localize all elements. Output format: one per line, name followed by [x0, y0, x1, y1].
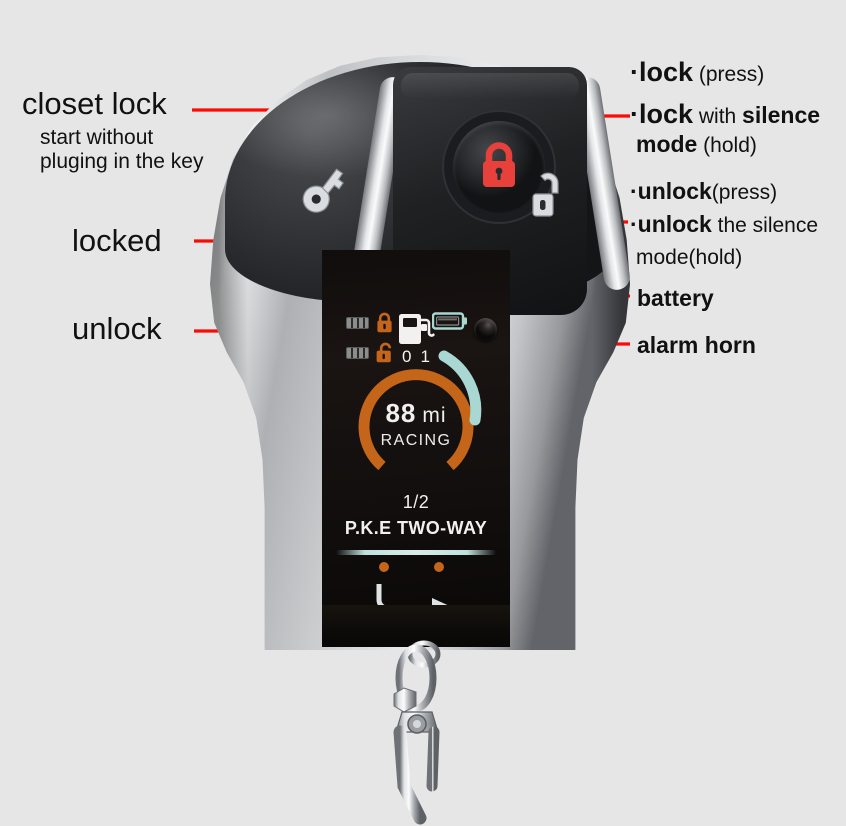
callout-closet-lock-subtitle-line2: pluging in the key	[40, 150, 204, 174]
callout-lock-silence-bullet: ·	[630, 99, 639, 129]
unlock-button[interactable]	[487, 136, 607, 264]
gauge-ring	[358, 369, 474, 471]
key-icon	[302, 168, 344, 213]
battery-icon	[431, 312, 467, 330]
callout-unlock-title: unlock	[72, 311, 162, 346]
lcd-unlock-bar	[346, 347, 369, 359]
padlock-open-icon	[376, 342, 392, 363]
lcd-dot-left	[379, 562, 389, 572]
callout-closet-lock-title: closet lock	[22, 86, 167, 121]
callout-locked-title: locked	[72, 223, 162, 258]
callout-lock-silence-mid: with	[693, 105, 743, 128]
callout-unlock-silence-line1: ·unlock the silence	[630, 211, 818, 239]
lcd-separator-bar	[336, 550, 496, 555]
gauge-signal-arc	[438, 350, 482, 426]
callout-lock-silence-mode: mode	[636, 131, 698, 157]
callout-lock-silence-hold: (hold)	[697, 134, 757, 157]
padlock-locked-icon	[377, 312, 392, 333]
lcd-dot-right	[434, 562, 444, 572]
key-button[interactable]	[259, 136, 379, 264]
lcd-gauge	[358, 350, 482, 471]
fob-head-panel	[225, 62, 632, 315]
callout-lock-silence-strong: lock	[639, 99, 694, 129]
lcd-battery-icon	[431, 312, 468, 335]
lcd-fuel-icon	[396, 308, 440, 355]
callout-lock-silence-line2: mode (hold)	[636, 131, 757, 159]
lcd-fuel-scale: 01	[322, 347, 510, 367]
lcd-mode: RACING	[380, 432, 452, 449]
callout-lock-press: ·lock (press)	[630, 57, 764, 89]
lcd-locked-indicator	[346, 312, 394, 334]
callout-lock-silence-line1: ·lock with silence	[630, 99, 820, 131]
lcd-unlock-indicator	[346, 342, 396, 364]
lcd-distance-unit: mi	[422, 404, 447, 427]
callout-unlock-silence-mid: the silence	[711, 214, 819, 237]
padlock-locked-icon	[483, 142, 515, 187]
lcd-locked-bar	[346, 317, 369, 329]
key-unlock-icon	[532, 172, 559, 217]
lcd-page-indicator: 1/2	[402, 492, 430, 512]
callout-unlock-press: ·unlock(press)	[630, 178, 777, 206]
lcd-distance-value: 88	[385, 398, 417, 428]
lcd-fuel-scale-right: 1	[420, 347, 439, 366]
callout-lock-silence-strong2: silence	[742, 102, 821, 128]
alarm-horn-hole	[474, 318, 497, 341]
keyring-clip	[393, 640, 441, 825]
callout-closet-lock-subtitle: start without pluging in the key	[40, 126, 290, 174]
callout-unlock-press-rest: (press)	[711, 181, 778, 204]
screenshot-root: closet lock start without pluging in the…	[22, 50, 820, 825]
callout-lock-press-bullet: ·	[630, 57, 639, 87]
callout-battery-title: battery	[637, 285, 714, 311]
callout-lock-press-strong: lock	[639, 57, 694, 87]
callout-unlock-press-bullet: ·	[630, 178, 638, 204]
callout-unlock-silence-bullet: ·	[630, 211, 638, 237]
callout-closet-lock-subtitle-line1: start without	[40, 126, 154, 149]
lock-button[interactable]	[453, 121, 545, 213]
callout-unlock-silence-strong: unlock	[637, 211, 712, 237]
fuel-pump-icon	[399, 314, 435, 344]
callout-unlock-press-strong: unlock	[637, 178, 712, 204]
lcd-fuel-scale-left: 0	[402, 347, 421, 366]
callout-unlock-silence-mode: mode(hold)	[636, 246, 743, 269]
callout-alarm-horn-title: alarm horn	[637, 332, 756, 358]
lcd-system-name: P.K.E TWO-WAY	[344, 518, 488, 538]
callout-lock-press-rest: (press)	[693, 63, 765, 86]
fob-bottom-strip	[322, 605, 510, 647]
callout-unlock-silence-line2: mode(hold)	[636, 243, 742, 271]
